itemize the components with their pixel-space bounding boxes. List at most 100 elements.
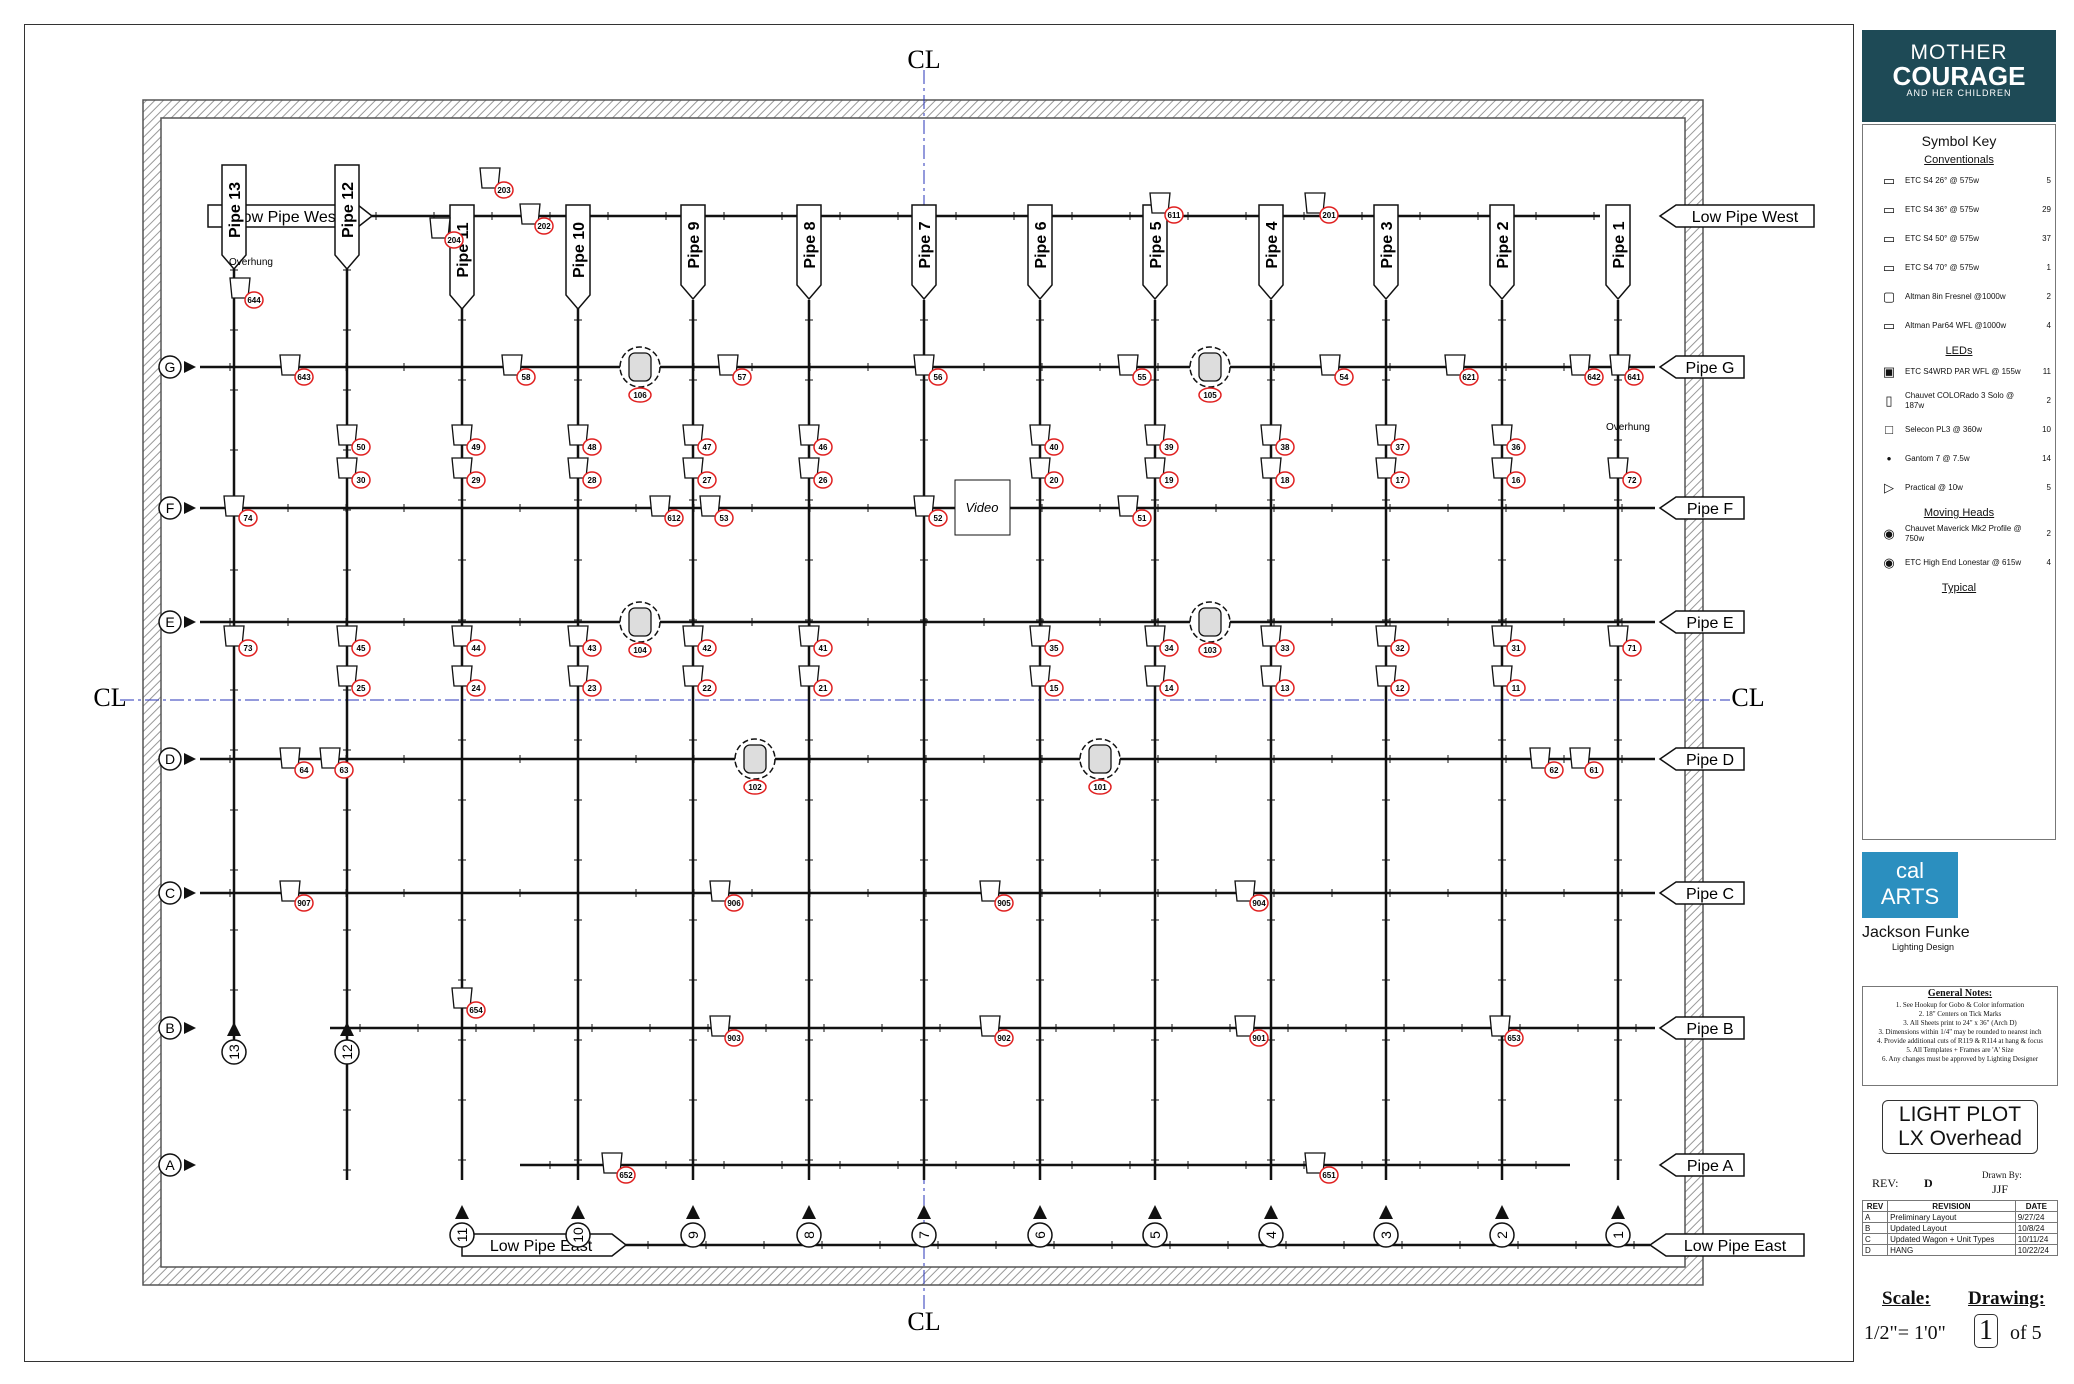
svg-text:22: 22 [703,684,712,693]
svg-text:56: 56 [934,373,943,382]
svg-text:42: 42 [703,644,712,653]
fixture-symbol-icon: ▣ [1882,363,1896,379]
svg-text:3: 3 [1378,1231,1394,1239]
unit-f-612: 612 [649,495,684,527]
svg-text:651: 651 [1322,1171,1336,1180]
unit-f-upper-28: 28 [567,457,602,489]
svg-text:F: F [166,500,175,516]
svg-text:Pipe 3: Pipe 3 [1379,221,1396,268]
centerline-label: CL [93,683,126,712]
unit-b-653: 653 [1489,1015,1524,1047]
svg-text:Pipe F: Pipe F [1687,501,1733,518]
unit-b-654: 654 [451,987,486,1019]
svg-text:Pipe 10: Pipe 10 [571,222,588,278]
unit-e-15: 15 [1029,665,1064,697]
svg-text:62: 62 [1550,766,1559,775]
svg-text:13: 13 [226,1044,242,1060]
unit-g-621: 621 [1444,354,1479,386]
svg-text:29: 29 [472,476,481,485]
unit-e-44: 44 [451,625,486,657]
svg-text:C: C [165,885,175,901]
note-line: 1. See Hookup for Gobo & Color informati… [1895,1001,2025,1009]
note-line: 6. Any changes must be approved by Light… [1881,1055,2039,1063]
unit-f-upper-19: 19 [1144,457,1179,489]
svg-text:103: 103 [1203,646,1217,655]
svg-text:902: 902 [997,1034,1011,1043]
unit-e-71: 71 [1607,625,1642,657]
note-line: 2. 18" Centers on Tick Marks [1918,1010,2002,1018]
svg-text:Pipe 1: Pipe 1 [1611,221,1628,268]
svg-text:25: 25 [357,684,366,693]
pipe-pipe-d: Pipe DD [158,747,1745,771]
svg-text:24: 24 [472,684,481,693]
unit-e-35: 35 [1029,625,1064,657]
svg-text:30: 30 [357,476,366,485]
vertical-pipe-5: Pipe 55 [1142,204,1168,1248]
moving-head-106: 106 [619,346,661,403]
svg-text:612: 612 [667,514,681,523]
unit-e-22: 22 [682,665,717,697]
unit-e-14: 14 [1144,665,1179,697]
unit-e-24: 24 [451,665,486,697]
svg-text:Pipe 5: Pipe 5 [1148,221,1165,268]
svg-text:8: 8 [801,1231,817,1239]
vertical-pipe-3: Pipe 3 3 [1373,204,1399,1248]
unit-f-upper-47: 47 [682,424,717,456]
svg-text:G: G [165,359,176,375]
svg-text:644: 644 [247,296,261,305]
unit-e-41: 41 [798,625,833,657]
svg-text:55: 55 [1138,373,1147,382]
svg-text:2: 2 [1494,1231,1510,1239]
show-logo: MOTHER COURAGE AND HER CHILDREN [1862,30,2056,122]
svg-text:Pipe 11: Pipe 11 [455,222,472,277]
unit-c-907: 907 [279,880,314,912]
svg-text:641: 641 [1627,373,1641,382]
svg-text:10: 10 [570,1227,586,1243]
unit-f-upper-30: 30 [336,457,371,489]
fixture-symbol-icon: ▯ [1885,392,1893,408]
unit-e-21: 21 [798,665,833,697]
pipe-pipe-c: Pipe CC [158,881,1745,905]
unit-b-902: 902 [979,1015,1014,1047]
svg-text:A: A [165,1157,175,1173]
leds-heading: LEDs [1945,345,1973,357]
calarts-logo: cal ARTS [1862,852,1958,918]
unit-e-32: 32 [1375,625,1410,657]
svg-text:52: 52 [934,514,943,523]
unit-f-upper-27: 27 [682,457,717,489]
unit-e-33: 33 [1260,625,1295,657]
svg-text:63: 63 [340,766,349,775]
unit-e-11: 11 [1491,665,1526,697]
note-line: 5. All Templates + Frames are 'A' Size [1906,1046,2014,1054]
svg-text:202: 202 [537,222,551,231]
unit-a-651: 651 [1304,1152,1339,1184]
svg-text:31: 31 [1512,644,1521,653]
unit-f-upper-50: 50 [336,424,371,456]
fixture-symbol-icon: ▭ [1882,201,1896,217]
svg-text:58: 58 [522,373,531,382]
unit-g-643: 643 [279,354,314,386]
svg-text:64: 64 [300,766,309,775]
svg-text:Pipe 7: Pipe 7 [917,221,934,268]
svg-text:47: 47 [703,443,712,452]
fixture-symbol-icon: ▢ [1882,288,1896,304]
svg-text:43: 43 [588,644,597,653]
svg-text:26: 26 [819,476,828,485]
fixture-symbol-icon: □ [1885,422,1893,437]
fixture-symbol-icon: ▭ [1882,259,1896,275]
svg-text:Low Pipe West: Low Pipe West [234,209,341,226]
svg-text:1: 1 [1610,1231,1626,1239]
unit-d-62: 62 [1529,747,1564,779]
unit-g-642: 642 [1569,354,1604,386]
unit-c-904: 904 [1234,880,1269,912]
svg-text:9: 9 [685,1231,701,1239]
unit-e-45: 45 [336,625,371,657]
svg-text:13: 13 [1281,684,1290,693]
